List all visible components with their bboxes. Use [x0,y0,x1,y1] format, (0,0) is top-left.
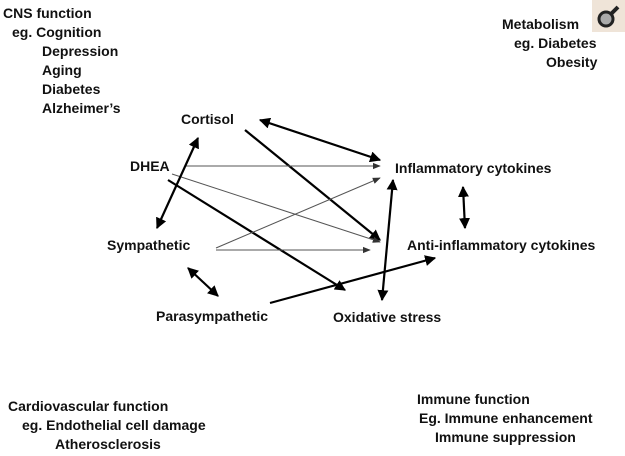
node-anti-inflammatory-cytokines: Anti-inflammatory cytokines [407,237,596,253]
arrow-sympathetic-parasympathetic [187,267,219,297]
cns-line: Aging [42,62,82,78]
cardio-title: Cardiovascular function [8,398,169,414]
arrow-sympathetic-inflammatory [215,177,381,249]
cns-title: CNS function [3,5,92,21]
node-oxidative-stress: Oxidative stress [333,309,442,325]
node-dhea: DHEA [130,158,170,174]
node-parasympathetic: Parasympathetic [156,308,269,324]
metabolism-title: Metabolism [502,16,580,32]
node-inflammatory-cytokines: Inflammatory cytokines [395,160,552,176]
cardio-line: Atherosclerosis [55,436,161,452]
immune-line: Eg. Immune enhancement [419,410,593,426]
arrow-sympathetic-cortisol [155,136,200,230]
arrow-parasympathetic-anti [269,255,437,305]
node-cortisol: Cortisol [181,111,234,127]
cns-line: Depression [42,43,119,59]
arrow-cortisol-anti [244,129,381,241]
cns-line: eg. Cognition [12,24,102,40]
cns-line: Diabetes [42,81,101,97]
arrow-cortisol-inflammatory [258,117,382,163]
magnifier-icon[interactable] [592,0,625,32]
metabolism-line: eg. Diabetes [514,35,597,51]
immune-title: Immune function [417,391,530,407]
metabolism-line: Obesity [546,54,598,70]
arrow-dhea-anti [171,173,381,243]
node-sympathetic: Sympathetic [107,237,191,253]
cns-line: Alzheimer’s [42,100,121,116]
arrow-oxidative-inflammatory [377,178,398,302]
immune-line: Immune suppression [435,429,576,445]
cardio-line: eg. Endothelial cell damage [22,417,206,433]
arrow-inflammatory-anti [457,185,471,230]
